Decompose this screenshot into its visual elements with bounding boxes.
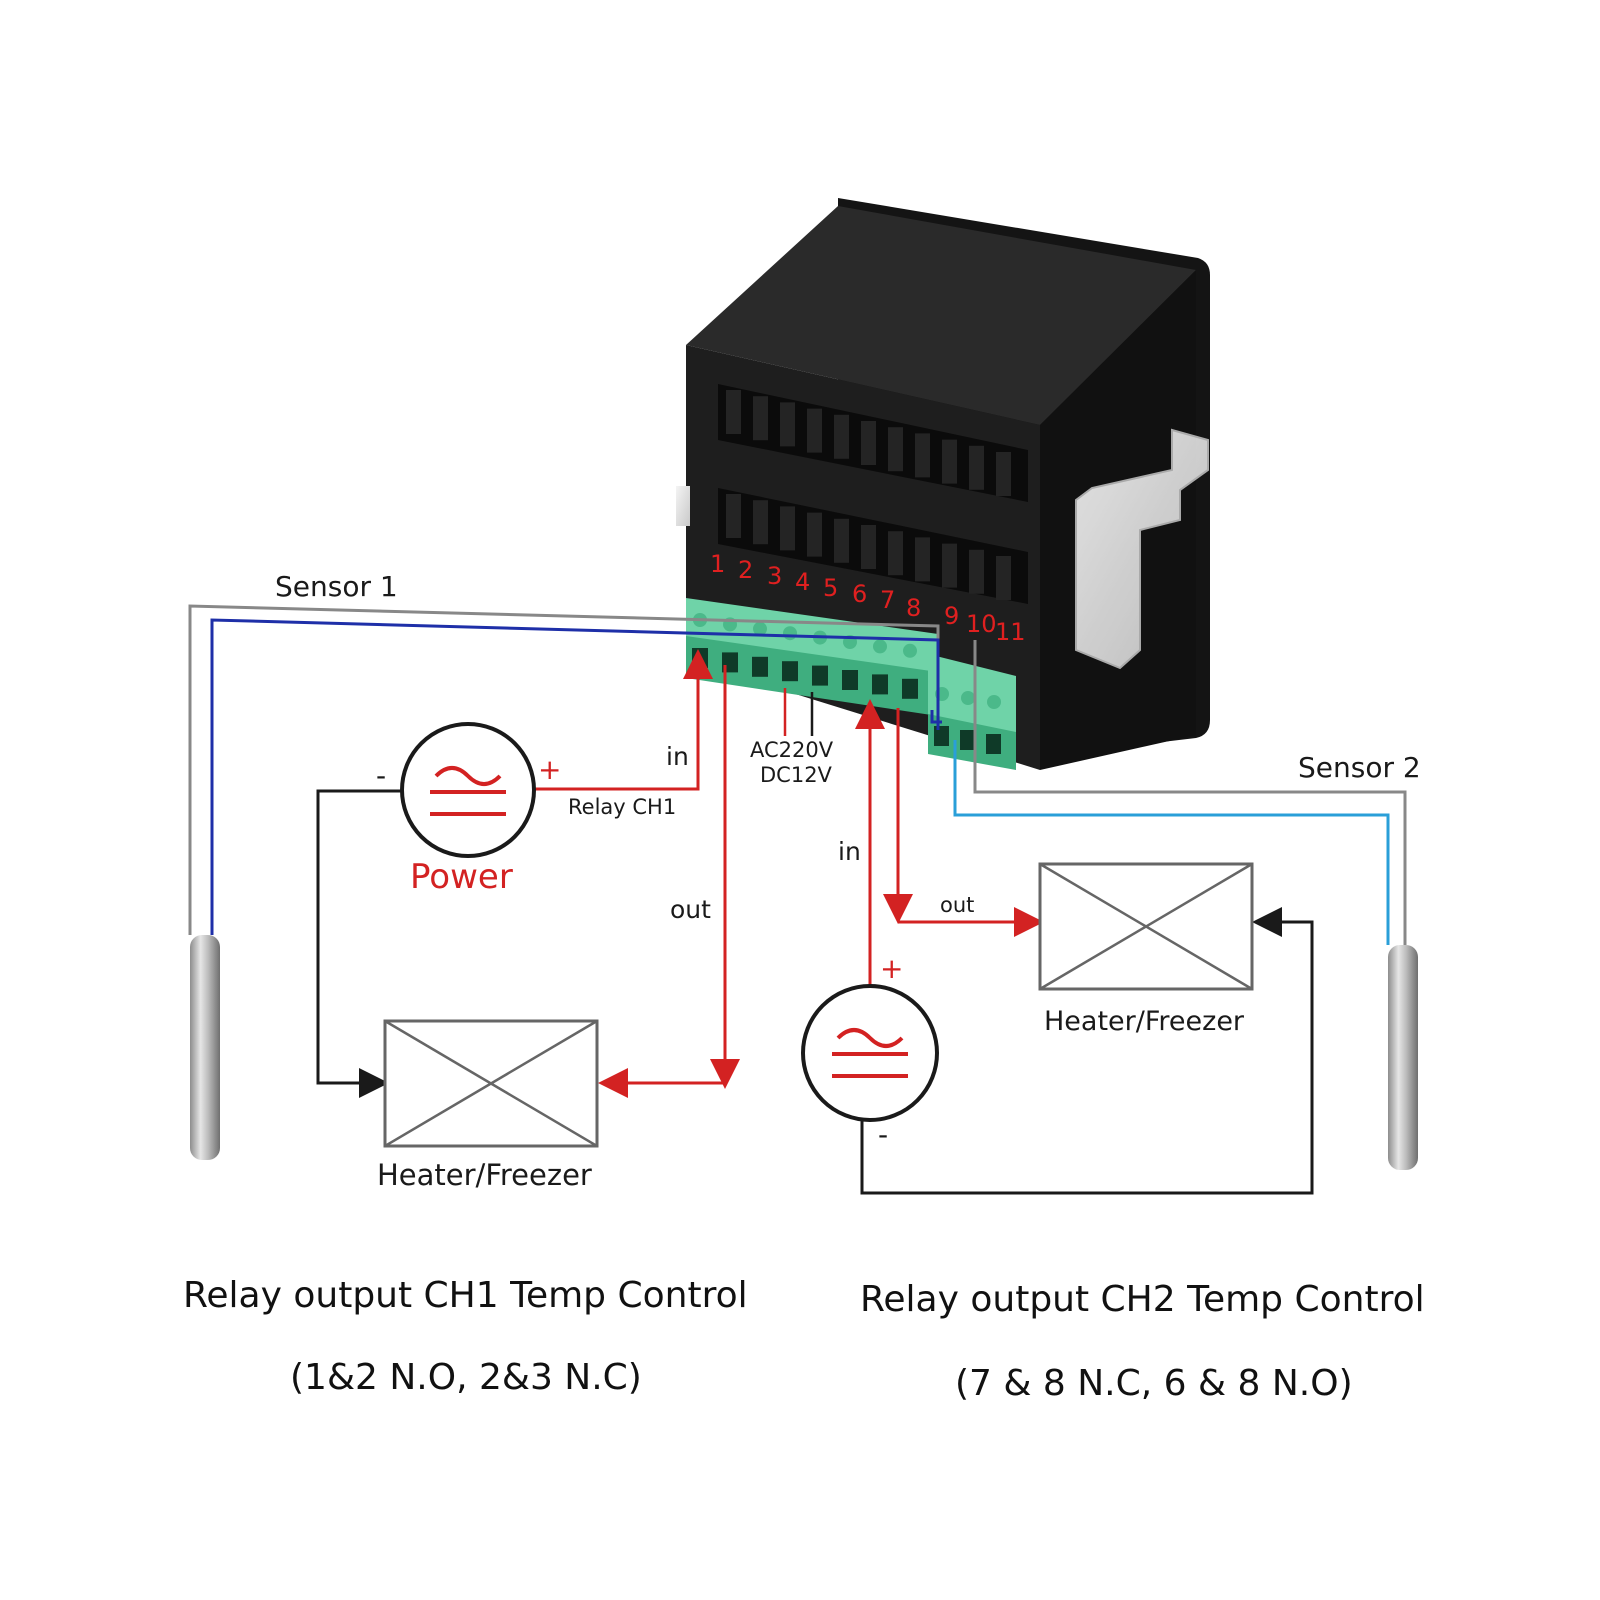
vent-slot bbox=[807, 512, 822, 557]
ch1-circuit bbox=[316, 649, 740, 1098]
terminal-screw bbox=[752, 656, 768, 677]
terminal-screw bbox=[960, 730, 975, 750]
terminal-screw-head bbox=[903, 643, 917, 658]
vent-slot bbox=[753, 500, 768, 545]
temperature-probe-1 bbox=[190, 935, 220, 1160]
load1-label: Heater/Freezer bbox=[377, 1158, 592, 1192]
ac-wave-icon bbox=[434, 766, 502, 786]
terminal-screw-head bbox=[753, 621, 767, 636]
terminal-screw bbox=[934, 726, 949, 746]
terminal-number-1: 1 bbox=[710, 550, 725, 578]
out-label-ch1: out bbox=[670, 895, 711, 924]
terminal-number-6: 6 bbox=[852, 580, 867, 608]
terminal-screw bbox=[692, 648, 708, 668]
terminal-screw bbox=[812, 665, 828, 686]
heater-freezer-load-2 bbox=[1038, 862, 1254, 991]
vent-slot bbox=[942, 439, 957, 484]
vent-slot bbox=[942, 543, 957, 588]
terminal-number-10: 10 bbox=[966, 610, 997, 638]
power-source-ch1 bbox=[400, 722, 536, 858]
ch2-caption-subtitle: (7 & 8 N.C, 6 & 8 N.O) bbox=[955, 1363, 1353, 1404]
ch2-caption-title: Relay output CH2 Temp Control bbox=[860, 1279, 1425, 1320]
ac220v-label: AC220V bbox=[750, 738, 834, 762]
terminal-screw-head bbox=[987, 695, 1001, 709]
heater-freezer-load-1 bbox=[383, 1019, 599, 1148]
terminal-number-4: 4 bbox=[795, 568, 810, 596]
terminal-screw bbox=[782, 661, 798, 682]
sensor1-label: Sensor 1 bbox=[275, 570, 398, 603]
terminal-number-5: 5 bbox=[823, 574, 838, 602]
terminal-number-9: 9 bbox=[944, 602, 959, 630]
ac-wave-icon bbox=[836, 1028, 904, 1048]
vent-slot bbox=[780, 506, 795, 551]
vent-slot bbox=[996, 452, 1011, 496]
ch2-circuit bbox=[855, 699, 1314, 1195]
minus-label-ch1: - bbox=[376, 759, 386, 792]
ch1-caption-subtitle: (1&2 N.O, 2&3 N.C) bbox=[290, 1357, 642, 1398]
terminal-number-8: 8 bbox=[906, 594, 921, 622]
power-source-ch2 bbox=[801, 984, 939, 1122]
temperature-probe-2 bbox=[1388, 945, 1418, 1170]
vent-slot bbox=[753, 396, 768, 441]
out-label-ch2: out bbox=[940, 893, 974, 917]
terminal-screw-head bbox=[783, 626, 797, 641]
terminal-screw-head bbox=[873, 639, 887, 654]
minus-label-ch2: - bbox=[878, 1118, 888, 1151]
sensor1-wiring bbox=[188, 604, 942, 935]
sensor2-label: Sensor 2 bbox=[1298, 751, 1421, 784]
vent-slots bbox=[726, 390, 1011, 600]
vent-slot bbox=[888, 531, 903, 576]
terminal-number-2: 2 bbox=[738, 556, 753, 584]
vent-slot bbox=[915, 433, 930, 478]
vent-slot bbox=[888, 427, 903, 472]
vent-slot bbox=[834, 414, 849, 459]
load2-label: Heater/Freezer bbox=[1044, 1006, 1245, 1037]
in-label-ch2: in bbox=[838, 837, 861, 866]
vent-slot bbox=[807, 408, 822, 453]
mounting-clip bbox=[1075, 428, 1209, 670]
terminal-number-11: 11 bbox=[995, 618, 1026, 646]
vent-slot bbox=[996, 556, 1011, 600]
vent-slot bbox=[915, 537, 930, 582]
vent-slot bbox=[726, 390, 741, 434]
terminal-screw bbox=[902, 678, 918, 699]
dc12v-label: DC12V bbox=[760, 763, 833, 787]
supply-leads bbox=[783, 688, 814, 736]
vent-slot bbox=[969, 445, 984, 490]
in-label-ch1: in bbox=[666, 742, 689, 771]
vent-slot bbox=[861, 525, 876, 569]
plus-label-ch1: + bbox=[538, 753, 561, 786]
terminal-number-7: 7 bbox=[880, 586, 895, 614]
relay-ch1-label: Relay CH1 bbox=[568, 795, 676, 819]
terminal-number-3: 3 bbox=[767, 562, 782, 590]
vent-slot bbox=[726, 494, 741, 538]
vent-slot bbox=[834, 518, 849, 563]
terminal-screw bbox=[842, 670, 858, 690]
vent-slot bbox=[969, 549, 984, 594]
terminal-screw bbox=[986, 734, 1001, 754]
sensor2-wiring bbox=[953, 640, 1407, 945]
terminal-screw bbox=[872, 674, 888, 695]
vent-slot bbox=[780, 402, 795, 447]
plus-label-ch2: + bbox=[880, 952, 903, 985]
terminal-screw-head bbox=[961, 691, 975, 705]
ch1-caption-title: Relay output CH1 Temp Control bbox=[183, 1275, 748, 1316]
power-label: Power bbox=[410, 857, 513, 897]
vent-slot bbox=[861, 421, 876, 465]
